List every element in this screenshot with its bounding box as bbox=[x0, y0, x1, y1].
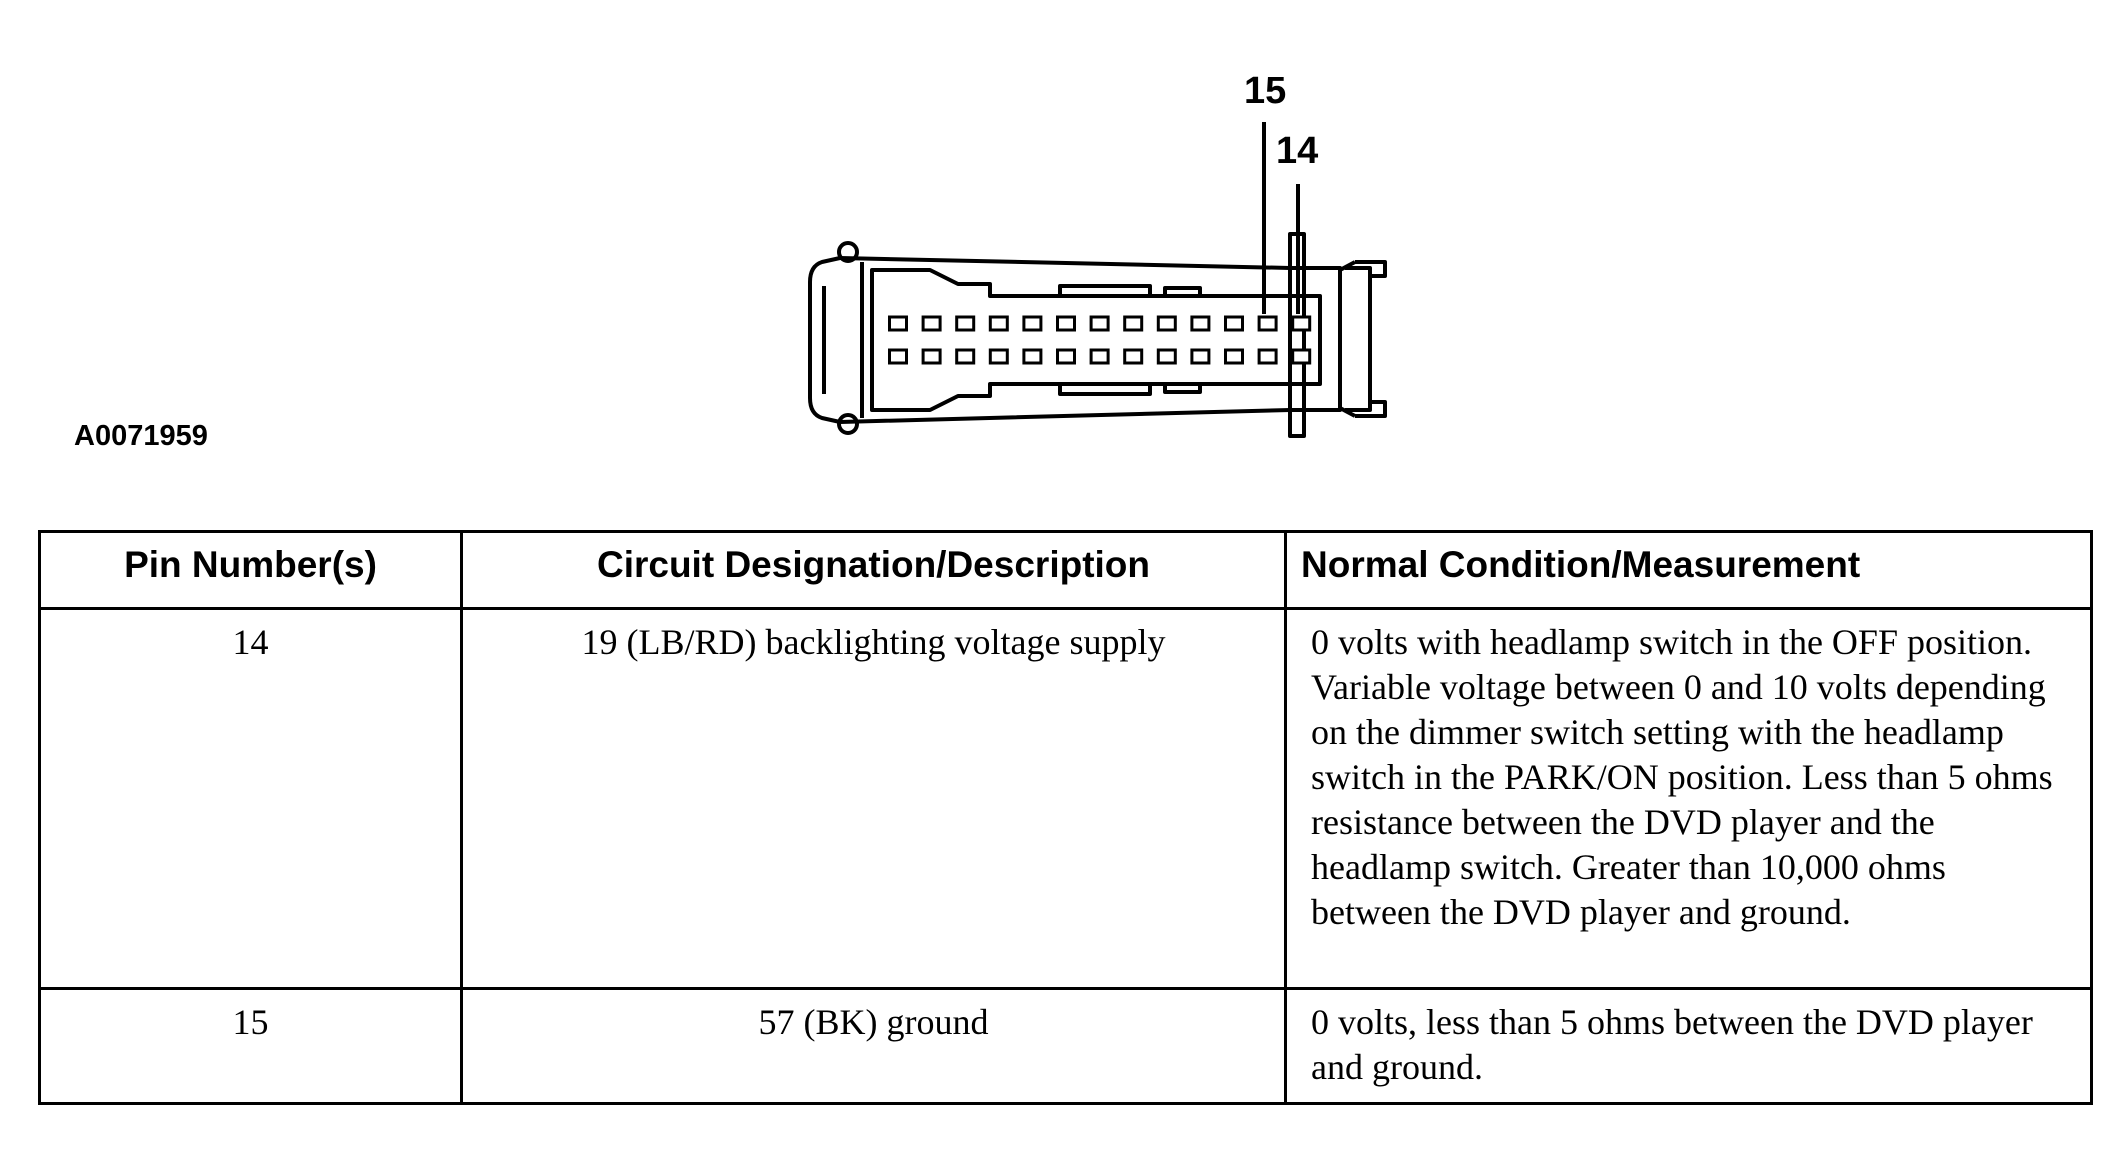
circuit-cell: 19 (LB/RD) backlighting voltage supply bbox=[460, 607, 1287, 990]
condition-cell: 0 volts with headlamp switch in the OFF … bbox=[1284, 607, 2093, 990]
condition-cell: 0 volts, less than 5 ohms between the DV… bbox=[1284, 987, 2093, 1105]
pin-cavity bbox=[921, 315, 942, 332]
pin-cavity bbox=[988, 348, 1009, 365]
pin-cavity bbox=[1156, 315, 1177, 332]
pin-number-cell: 14 bbox=[38, 607, 463, 990]
header-condition: Normal Condition/Measurement bbox=[1284, 530, 2093, 610]
pin-cavity bbox=[1056, 348, 1076, 365]
latch-tab-bottom bbox=[837, 413, 859, 435]
callout-pin-15: 15 bbox=[1244, 70, 1287, 112]
pinout-table: Pin Number(s) Circuit Designation/Descri… bbox=[38, 530, 2093, 1105]
pin-cavity bbox=[955, 315, 976, 332]
header-pin-number: Pin Number(s) bbox=[38, 530, 463, 610]
pin-cavity bbox=[1224, 315, 1244, 332]
pin-cavity bbox=[1089, 315, 1110, 332]
connector-shroud bbox=[870, 268, 1322, 412]
table-row: 15 57 (BK) ground 0 volts, less than 5 o… bbox=[38, 987, 2093, 1105]
pin-cavity bbox=[955, 348, 976, 365]
table-header-row: Pin Number(s) Circuit Designation/Descri… bbox=[38, 530, 2093, 610]
pin-cavity bbox=[1190, 348, 1211, 365]
pin-cavity bbox=[1190, 315, 1211, 332]
connector-diagram bbox=[808, 122, 1387, 438]
pin-cavity bbox=[888, 348, 908, 365]
figure-id: A0071959 bbox=[74, 420, 208, 452]
circuit-cell: 57 (BK) ground bbox=[460, 987, 1287, 1105]
pin-cavity bbox=[1123, 315, 1144, 332]
pin-cavity bbox=[1291, 315, 1312, 332]
pin-cavity bbox=[1224, 348, 1244, 365]
pin-cavity bbox=[1257, 315, 1278, 332]
header-circuit: Circuit Designation/Description bbox=[460, 530, 1287, 610]
connector-end-cap bbox=[1345, 266, 1372, 412]
pin-cavity bbox=[1089, 348, 1110, 365]
pin-cavity bbox=[1123, 348, 1144, 365]
pin-cavity bbox=[1056, 315, 1076, 332]
callout-pin-14: 14 bbox=[1276, 130, 1319, 172]
connector-latch bbox=[808, 256, 841, 424]
table-row: 14 19 (LB/RD) backlighting voltage suppl… bbox=[38, 607, 2093, 990]
pin-cavity bbox=[1156, 348, 1177, 365]
pin-cavity bbox=[921, 348, 942, 365]
connector-pins bbox=[888, 315, 1312, 365]
connector-body bbox=[839, 256, 1342, 424]
pin-cavity bbox=[1257, 348, 1278, 365]
pin-cavity bbox=[888, 315, 908, 332]
pin-cavity bbox=[1022, 315, 1043, 332]
pin-cavity bbox=[1022, 348, 1043, 365]
pin-cavity bbox=[988, 315, 1009, 332]
pin-number-cell: 15 bbox=[38, 987, 463, 1105]
latch-tab-top bbox=[837, 241, 859, 263]
pin-cavity bbox=[1291, 348, 1312, 365]
